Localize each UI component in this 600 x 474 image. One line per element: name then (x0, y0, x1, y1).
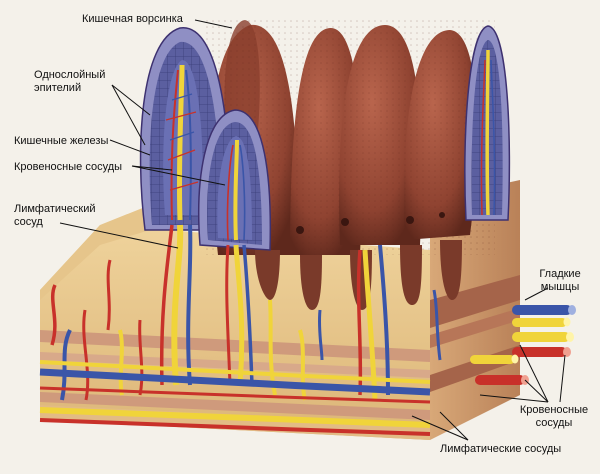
smooth-muscle-layer (430, 275, 520, 328)
label-blood-vessels-right-line2: сосуды (536, 417, 573, 429)
villus-cross-section-middle (198, 109, 272, 251)
cut-vessel-ends (470, 305, 576, 385)
artery (159, 224, 174, 386)
vessels-horizontal (39, 360, 431, 436)
muscle-band (40, 330, 430, 362)
label-smooth-muscle-line2: мышцы (541, 281, 580, 293)
labels: Кишечная ворсинка Однослойный эпителий К… (14, 13, 588, 455)
villi-back (205, 20, 495, 256)
label-blood-vessels-left: Кровеносные сосуды (14, 161, 122, 173)
horizontal-lymph (39, 407, 431, 428)
label-glands: Кишечные железы (14, 135, 108, 147)
label-villus: Кишечная ворсинка (82, 13, 184, 25)
villus-cross-section-right (464, 25, 511, 221)
label-blood-vessels-right-line1: Кровеносные (520, 404, 588, 416)
label-lymph-vessel-line2: сосуд (14, 216, 43, 228)
label-lymph-vessel-line1: Лимфатический (14, 203, 96, 215)
leader-lines (59, 19, 566, 441)
lacteal (176, 64, 185, 221)
horizontal-vein (39, 368, 431, 396)
vein (186, 224, 193, 386)
label-epithelium-line2: эпителий (34, 82, 81, 94)
label-lymph-vessels-bottom: Лимфатические сосуды (440, 443, 561, 455)
lymph-vessel (171, 224, 184, 386)
label-epithelium-line1: Однослойный (34, 69, 105, 81)
horizontal-artery (39, 418, 431, 436)
label-smooth-muscle-line1: Гладкие (539, 268, 580, 280)
